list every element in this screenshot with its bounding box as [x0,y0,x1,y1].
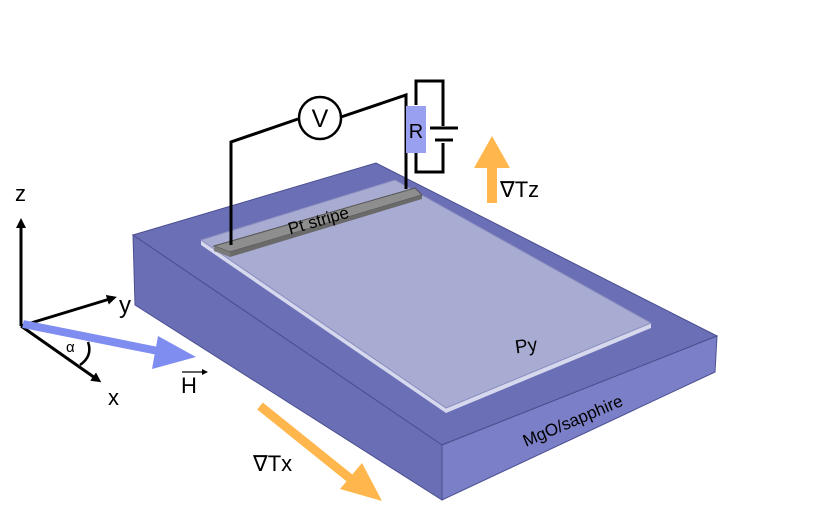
grad-tx-head [340,463,382,501]
voltmeter-label: V [312,105,329,133]
circuit-wires [229,79,458,245]
voltmeter-circle [297,95,343,141]
wire-battery-bottom [414,143,445,174]
resistor-body [406,106,426,153]
coordinate-axes [16,218,117,383]
wire-battery-loop [414,79,445,126]
grad-tz-label: ∇Tz [499,177,539,202]
pt-stripe [212,187,423,257]
resistor-label: R [409,121,423,143]
py-film-edge [201,240,446,413]
angle-arc [79,341,91,367]
axis-x-line [20,324,102,383]
resistor: R [406,106,426,153]
axis-y-line [20,294,117,328]
angle-label: α [66,339,75,356]
py-film-top [199,179,653,409]
field-vector-bar [182,369,208,375]
grad-tx-arrow [257,402,382,501]
wire-right [340,92,408,189]
axis-y-label: y [119,292,131,319]
pt-stripe-left [214,246,230,257]
axis-z-label: z [15,181,26,206]
voltmeter: V [297,95,343,141]
grad-tz-arrow [474,136,510,203]
field-head [152,336,196,369]
grad-tx-label: ∇Tx [252,451,292,476]
wire-left [229,117,299,245]
field-arrow [22,320,196,369]
field-label: H [181,373,197,398]
grad-tx-shaft [257,402,355,484]
py-film-edge-right [446,323,651,413]
py-label: Py [514,335,539,359]
field-shaft [22,320,169,357]
py-film [199,179,653,413]
axis-x-label: x [108,385,119,410]
pt-stripe-front [230,195,422,257]
grad-tz-head [474,136,510,168]
grad-tz-shaft [487,165,497,203]
substrate-right-face [441,335,718,501]
